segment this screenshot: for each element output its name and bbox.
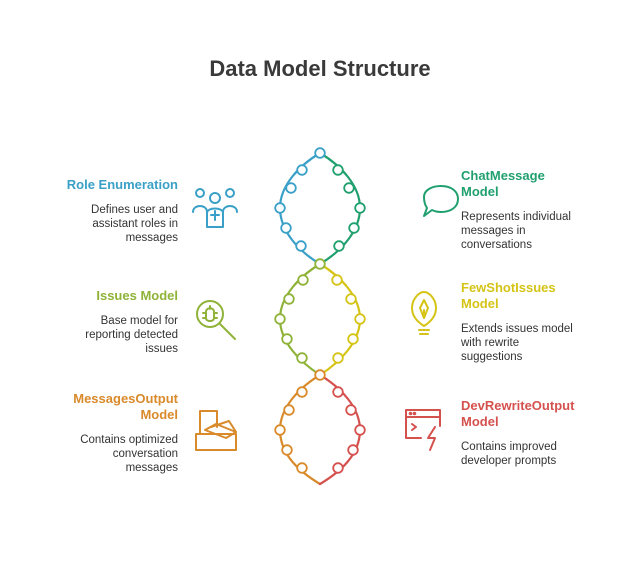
chat-bubble-icon [423,185,459,217]
messagesoutput-model-title: MessagesOutput Model [73,391,178,422]
helix-segment-top [274,147,366,266]
role-enumeration-desc: Defines user and assistant roles in mess… [91,204,178,244]
magnifier-bug-icon [196,300,236,340]
helix-segment-bottom [274,369,366,486]
fewshotissues-model-block: FewShotIssues Model Extends issues model… [461,280,621,364]
page-title: Data Model Structure [209,56,431,81]
devrewriteoutput-model-title: DevRewriteOutput Model [461,398,575,429]
role-enumeration-block: Role Enumeration Defines user and assist… [28,177,178,245]
issues-model-title: Issues Model [96,288,178,303]
devrewriteoutput-model-block: DevRewriteOutput Model Contains improved… [461,398,621,468]
helix-segment-middle [274,258,366,377]
issues-model-block: Issues Model Base model for reporting de… [28,288,178,356]
fewshotissues-model-title: FewShotIssues Model [461,280,556,311]
fewshotissues-model-desc: Extends issues model with rewrite sugges… [461,323,573,363]
chatmessage-model-desc: Represents individual messages in conver… [461,211,571,251]
messagesoutput-model-block: MessagesOutput Model Contains optimized … [28,391,178,475]
browser-lightning-icon [405,409,441,451]
issues-model-desc: Base model for reporting detected issues [85,315,178,355]
chatmessage-model-block: ChatMessage Model Represents individual … [461,168,621,252]
chatmessage-model-title: ChatMessage Model [461,168,545,199]
messagesoutput-model-desc: Contains optimized conversation messages [80,434,178,474]
users-icon [192,188,238,228]
devrewriteoutput-model-desc: Contains improved developer prompts [461,441,557,467]
role-enumeration-title: Role Enumeration [66,177,178,192]
lightbulb-pen-icon [411,291,437,335]
mailbox-icon [195,410,237,451]
